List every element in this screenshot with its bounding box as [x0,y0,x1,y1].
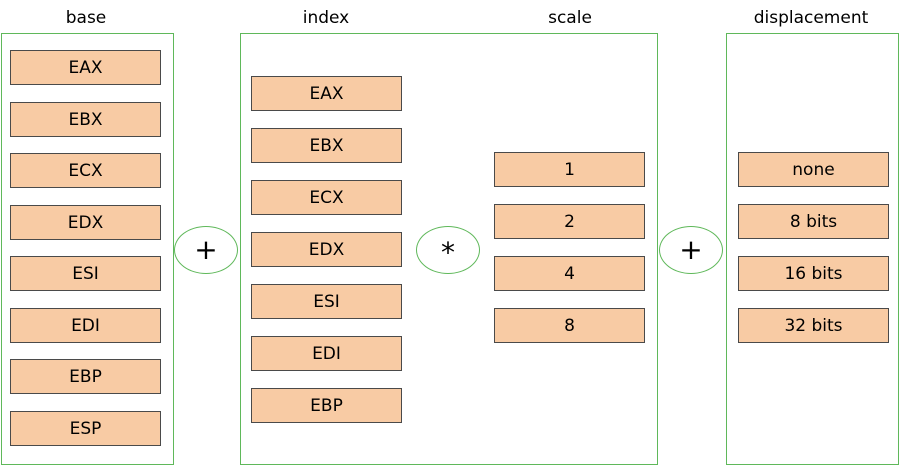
index-register-eax: EAX [251,76,402,111]
scale-value-8: 8 [494,308,645,343]
base-register-ecx: ECX [10,153,161,188]
base-register-edx: EDX [10,205,161,240]
scale-heading: scale [548,8,592,28]
scale-value-2: 2 [494,204,645,239]
scale-value-1: 1 [494,152,645,187]
index-register-ecx: ECX [251,180,402,215]
base-register-eax: EAX [10,50,161,85]
scale-value-4: 4 [494,256,645,291]
index-scale-group [240,33,658,465]
base-register-esi: ESI [10,256,161,291]
base-register-ebp: EBP [10,359,161,394]
displacement-8-bits: 8 bits [738,204,889,239]
base-register-edi: EDI [10,308,161,343]
displacement-group [726,33,899,465]
base-register-ebx: EBX [10,102,161,137]
displacement-none: none [738,152,889,187]
index-register-esi: ESI [251,284,402,319]
index-register-edx: EDX [251,232,402,267]
base-register-esp: ESP [10,411,161,446]
base-heading: base [65,8,107,28]
index-register-edi: EDI [251,336,402,371]
displacement-16-bits: 16 bits [738,256,889,291]
index-register-ebx: EBX [251,128,402,163]
base-group [1,33,174,465]
index-heading: index [302,8,350,28]
multiply-operator: * [416,226,480,274]
displacement-heading: displacement [753,8,869,28]
plus-operator: + [659,226,723,274]
plus-operator: + [174,226,238,274]
displacement-32-bits: 32 bits [738,308,889,343]
index-register-ebp: EBP [251,388,402,423]
